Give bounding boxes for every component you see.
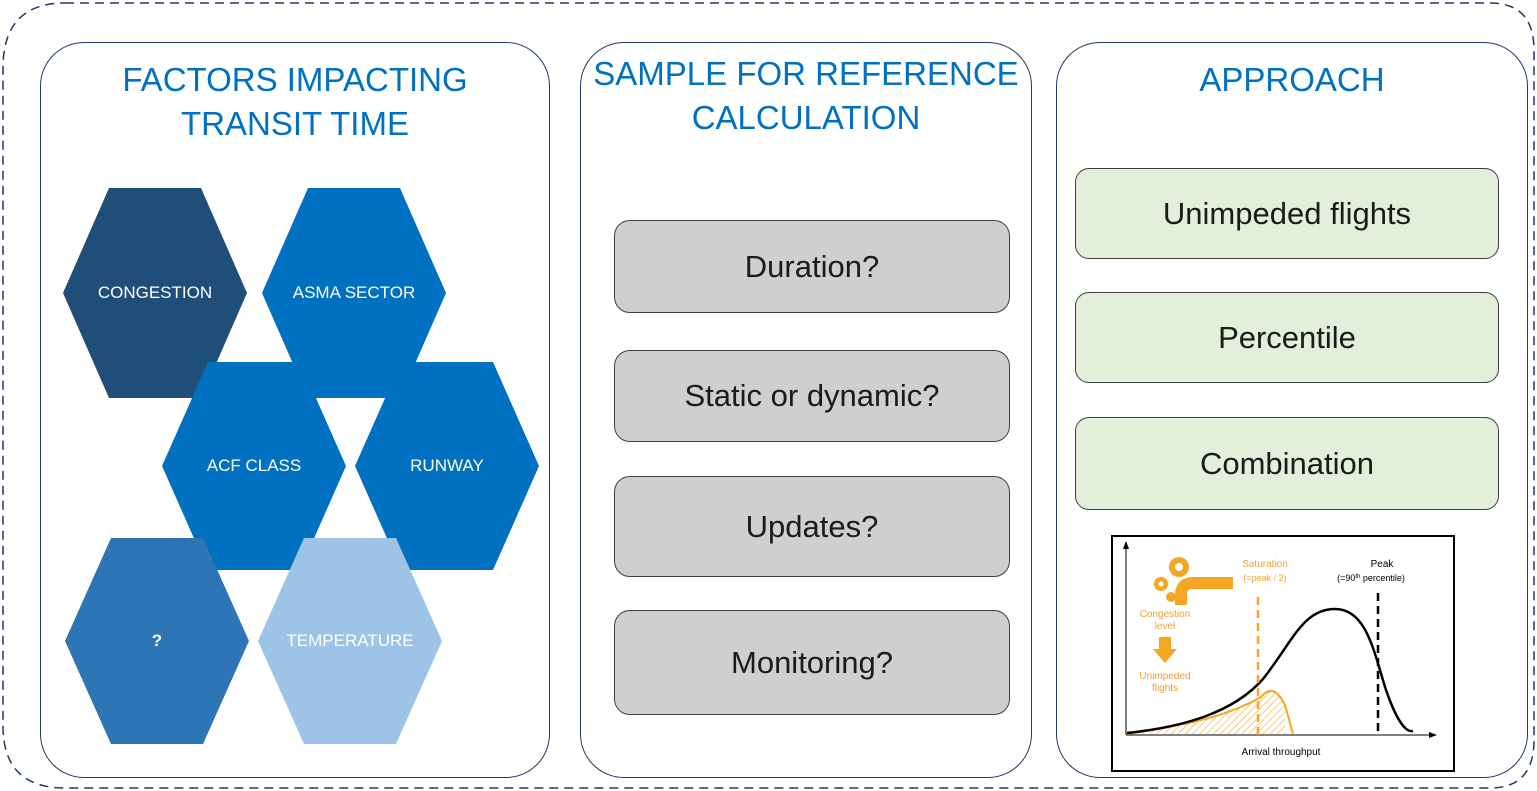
factor-label: ACF CLASS xyxy=(206,456,302,475)
saturation-label: Saturation xyxy=(1242,559,1288,570)
peak-sub-suffix: percentile) xyxy=(1360,573,1405,583)
factor-hex-temperature: TEMPERATURE xyxy=(258,538,442,744)
peak-label: Peak xyxy=(1371,559,1395,570)
unimpeded-area xyxy=(1127,690,1285,734)
factor-hex-asma-sector: ASMA SECTOR xyxy=(262,188,446,398)
unimpeded-label-2: flights xyxy=(1152,683,1178,694)
factor-label: CONGESTION xyxy=(97,283,213,302)
factor-hex-unknown: ? xyxy=(65,538,249,744)
hex-shape xyxy=(355,362,539,570)
hex-shape xyxy=(262,188,446,398)
congestion-label-2: level xyxy=(1155,621,1176,632)
y-axis-arrow xyxy=(1123,541,1129,549)
factor-label: TEMPERATURE xyxy=(286,631,414,650)
factor-label: RUNWAY xyxy=(410,456,484,475)
congestion-label-1: Congestion xyxy=(1140,609,1191,620)
x-axis-label: Arrival throughput xyxy=(1242,747,1321,758)
factor-hex-congestion: CONGESTION xyxy=(63,188,247,398)
duration-box[interactable]: Duration? xyxy=(614,220,1010,313)
factor-hex-runway: RUNWAY xyxy=(355,362,539,570)
down-arrow-head xyxy=(1153,649,1177,663)
unimpeded-flights-box[interactable]: Unimpeded flights xyxy=(1075,168,1499,259)
x-axis-arrow xyxy=(1429,732,1437,738)
factor-label: ASMA SECTOR xyxy=(292,283,416,302)
peak-sub-sup: th xyxy=(1355,574,1360,580)
throughput-curve xyxy=(1126,607,1414,735)
peak-sub-prefix: (=90 xyxy=(1337,573,1355,583)
sample-panel-title: SAMPLE FOR REFERENCE CALCULATION xyxy=(593,55,1019,136)
updates-box[interactable]: Updates? xyxy=(614,476,1010,577)
distribution-chart: Congestion level Unimpeded flights Satur… xyxy=(1111,535,1455,772)
unimpeded-label-1: Unimpeded xyxy=(1139,671,1190,682)
monitoring-box[interactable]: Monitoring? xyxy=(614,610,1010,715)
percentile-box[interactable]: Percentile xyxy=(1075,292,1499,383)
saturation-sublabel: (=peak / 2) xyxy=(1243,573,1286,583)
hex-shape xyxy=(162,362,346,570)
congestion-flow-pipe xyxy=(1175,577,1233,605)
peak-sublabel: (=90th percentile) xyxy=(1337,573,1405,583)
hex-shape xyxy=(65,538,249,744)
static-or-dynamic-box[interactable]: Static or dynamic? xyxy=(614,350,1010,442)
approach-panel-title: APPROACH xyxy=(1199,61,1385,98)
factors-panel-title: FACTORS IMPACTING TRANSIT TIME xyxy=(122,61,468,142)
combination-box[interactable]: Combination xyxy=(1075,417,1499,510)
gear-icon xyxy=(1154,557,1189,602)
factor-label: ? xyxy=(151,631,163,650)
hex-shape xyxy=(63,188,247,398)
distribution-chart-svg: Congestion level Unimpeded flights Satur… xyxy=(1123,541,1437,758)
down-arrow-stem xyxy=(1159,637,1171,649)
hex-shape xyxy=(258,538,442,744)
factor-hex-acf-class: ACF CLASS xyxy=(162,362,346,570)
